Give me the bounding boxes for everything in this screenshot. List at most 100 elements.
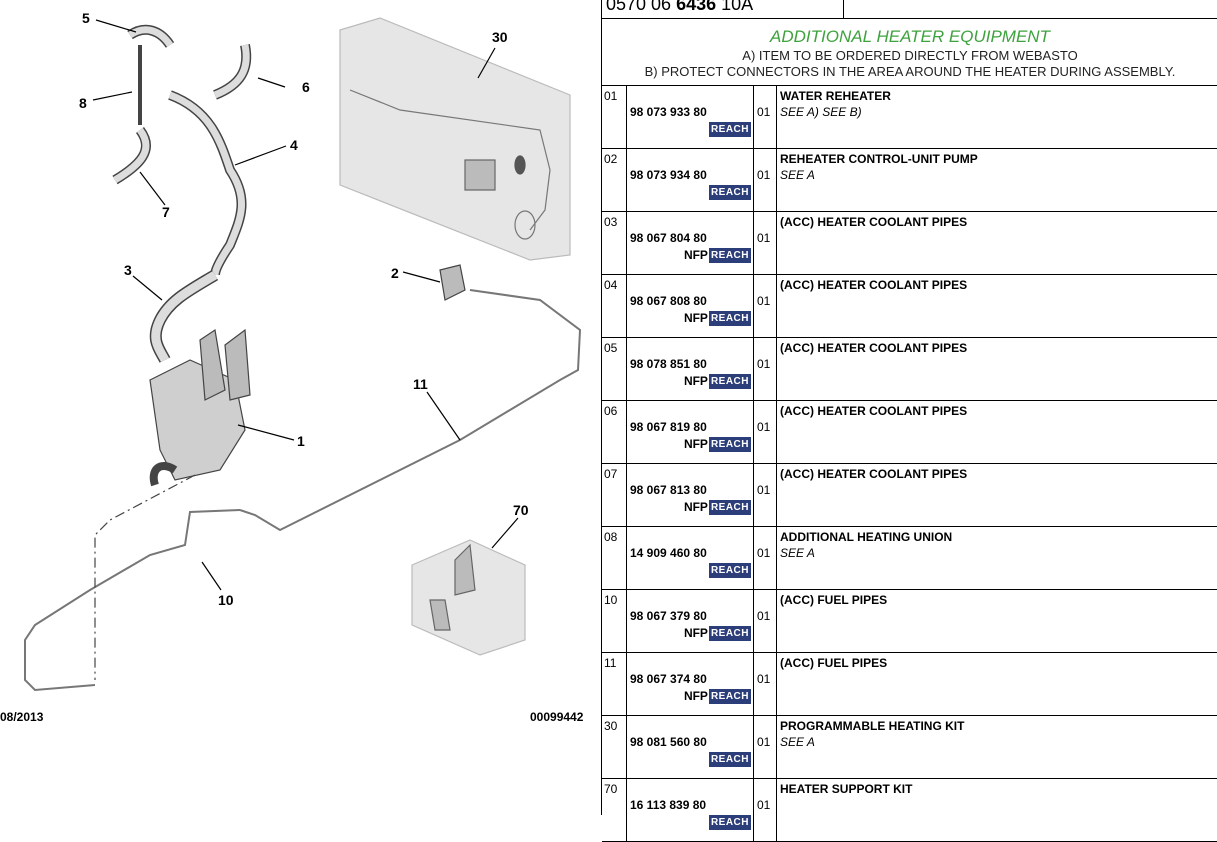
part-number[interactable]: 98 078 851 80: [630, 357, 707, 371]
part-qty-cell: 01: [754, 464, 777, 527]
fuel-pipe-11: [240, 290, 580, 530]
part-index: 03: [602, 212, 627, 275]
part-number[interactable]: 98 067 819 80: [630, 420, 707, 434]
nfp-label: NFP: [684, 374, 708, 388]
part-qty: 01: [757, 420, 770, 434]
reach-badge: REACH: [709, 626, 751, 641]
part-number[interactable]: 98 073 933 80: [630, 105, 707, 119]
reach-badge: REACH: [709, 122, 751, 137]
part-qty-cell: 01: [754, 401, 777, 464]
callout-2: 2: [391, 266, 399, 280]
part-note: SEE A: [780, 168, 815, 182]
part-qty-cell: 01: [754, 275, 777, 338]
group-note-a: A) ITEM TO BE ORDERED DIRECTLY FROM WEBA…: [602, 48, 1217, 63]
callout-1: 1: [297, 434, 305, 448]
diagram-plate-code: 00099442: [530, 710, 583, 724]
reach-badge: REACH: [709, 437, 751, 452]
part-number[interactable]: 98 067 804 80: [630, 231, 707, 245]
part-number[interactable]: 98 067 379 80: [630, 609, 707, 623]
part-index: 06: [602, 401, 627, 464]
callout-70: 70: [513, 503, 529, 517]
part-number[interactable]: 98 081 560 80: [630, 735, 707, 749]
pump-2: [440, 265, 465, 300]
callout-3: 3: [124, 263, 132, 277]
part-qty: 01: [757, 483, 770, 497]
part-qty-cell: 01: [754, 653, 777, 716]
part-number[interactable]: 98 067 813 80: [630, 483, 707, 497]
part-qty-cell: 01: [754, 779, 777, 842]
part-qty: 01: [757, 357, 770, 371]
reference-prefix: 0570 06: [606, 0, 676, 14]
parts-list-panel: 0570 06 6436 10A ADDITIONAL HEATER EQUIP…: [601, 0, 1217, 815]
callout-4: 4: [290, 138, 298, 152]
part-note: SEE A: [780, 735, 815, 749]
part-tags: REACH: [709, 751, 751, 767]
part-desc-cell: HEATER SUPPORT KIT: [777, 779, 1217, 842]
part-description: (ACC) HEATER COOLANT PIPES: [780, 215, 967, 229]
group-header: ADDITIONAL HEATER EQUIPMENT A) ITEM TO B…: [602, 19, 1217, 86]
part-number[interactable]: 14 909 460 80: [630, 546, 707, 560]
callout-6: 6: [302, 80, 310, 94]
part-number[interactable]: 98 067 808 80: [630, 294, 707, 308]
reach-badge: REACH: [709, 185, 751, 200]
part-qty: 01: [757, 168, 770, 182]
fuel-pipe-10: [25, 510, 240, 690]
part-desc-cell: (ACC) HEATER COOLANT PIPES: [777, 401, 1217, 464]
part-qty-cell: 01: [754, 590, 777, 653]
part-index: 11: [602, 653, 627, 716]
part-qty: 01: [757, 546, 770, 560]
part-description: (ACC) HEATER COOLANT PIPES: [780, 467, 967, 481]
part-description: (ACC) FUEL PIPES: [780, 656, 887, 670]
part-desc-cell: (ACC) FUEL PIPES: [777, 590, 1217, 653]
nfp-label: NFP: [684, 626, 708, 640]
callout-10: 10: [218, 593, 234, 607]
part-number[interactable]: 98 073 934 80: [630, 168, 707, 182]
part-desc-cell: (ACC) HEATER COOLANT PIPES: [777, 275, 1217, 338]
reach-badge: REACH: [709, 563, 751, 578]
nfp-label: NFP: [684, 248, 708, 262]
part-description: (ACC) HEATER COOLANT PIPES: [780, 278, 967, 292]
part-note: SEE A) SEE B): [780, 105, 862, 119]
part-tags: REACH: [709, 562, 751, 578]
callout-7: 7: [162, 205, 170, 219]
callout-8: 8: [79, 96, 87, 110]
part-number[interactable]: 16 113 839 80: [630, 798, 706, 812]
part-qty-cell: 01: [754, 716, 777, 779]
part-number[interactable]: 98 067 374 80: [630, 672, 707, 686]
part-qty: 01: [757, 231, 770, 245]
nfp-label: NFP: [684, 311, 708, 325]
part-index: 05: [602, 338, 627, 401]
part-qty: 01: [757, 609, 770, 623]
part-qty: 01: [757, 105, 770, 119]
part-index: 70: [602, 779, 627, 842]
part-qty: 01: [757, 798, 770, 812]
